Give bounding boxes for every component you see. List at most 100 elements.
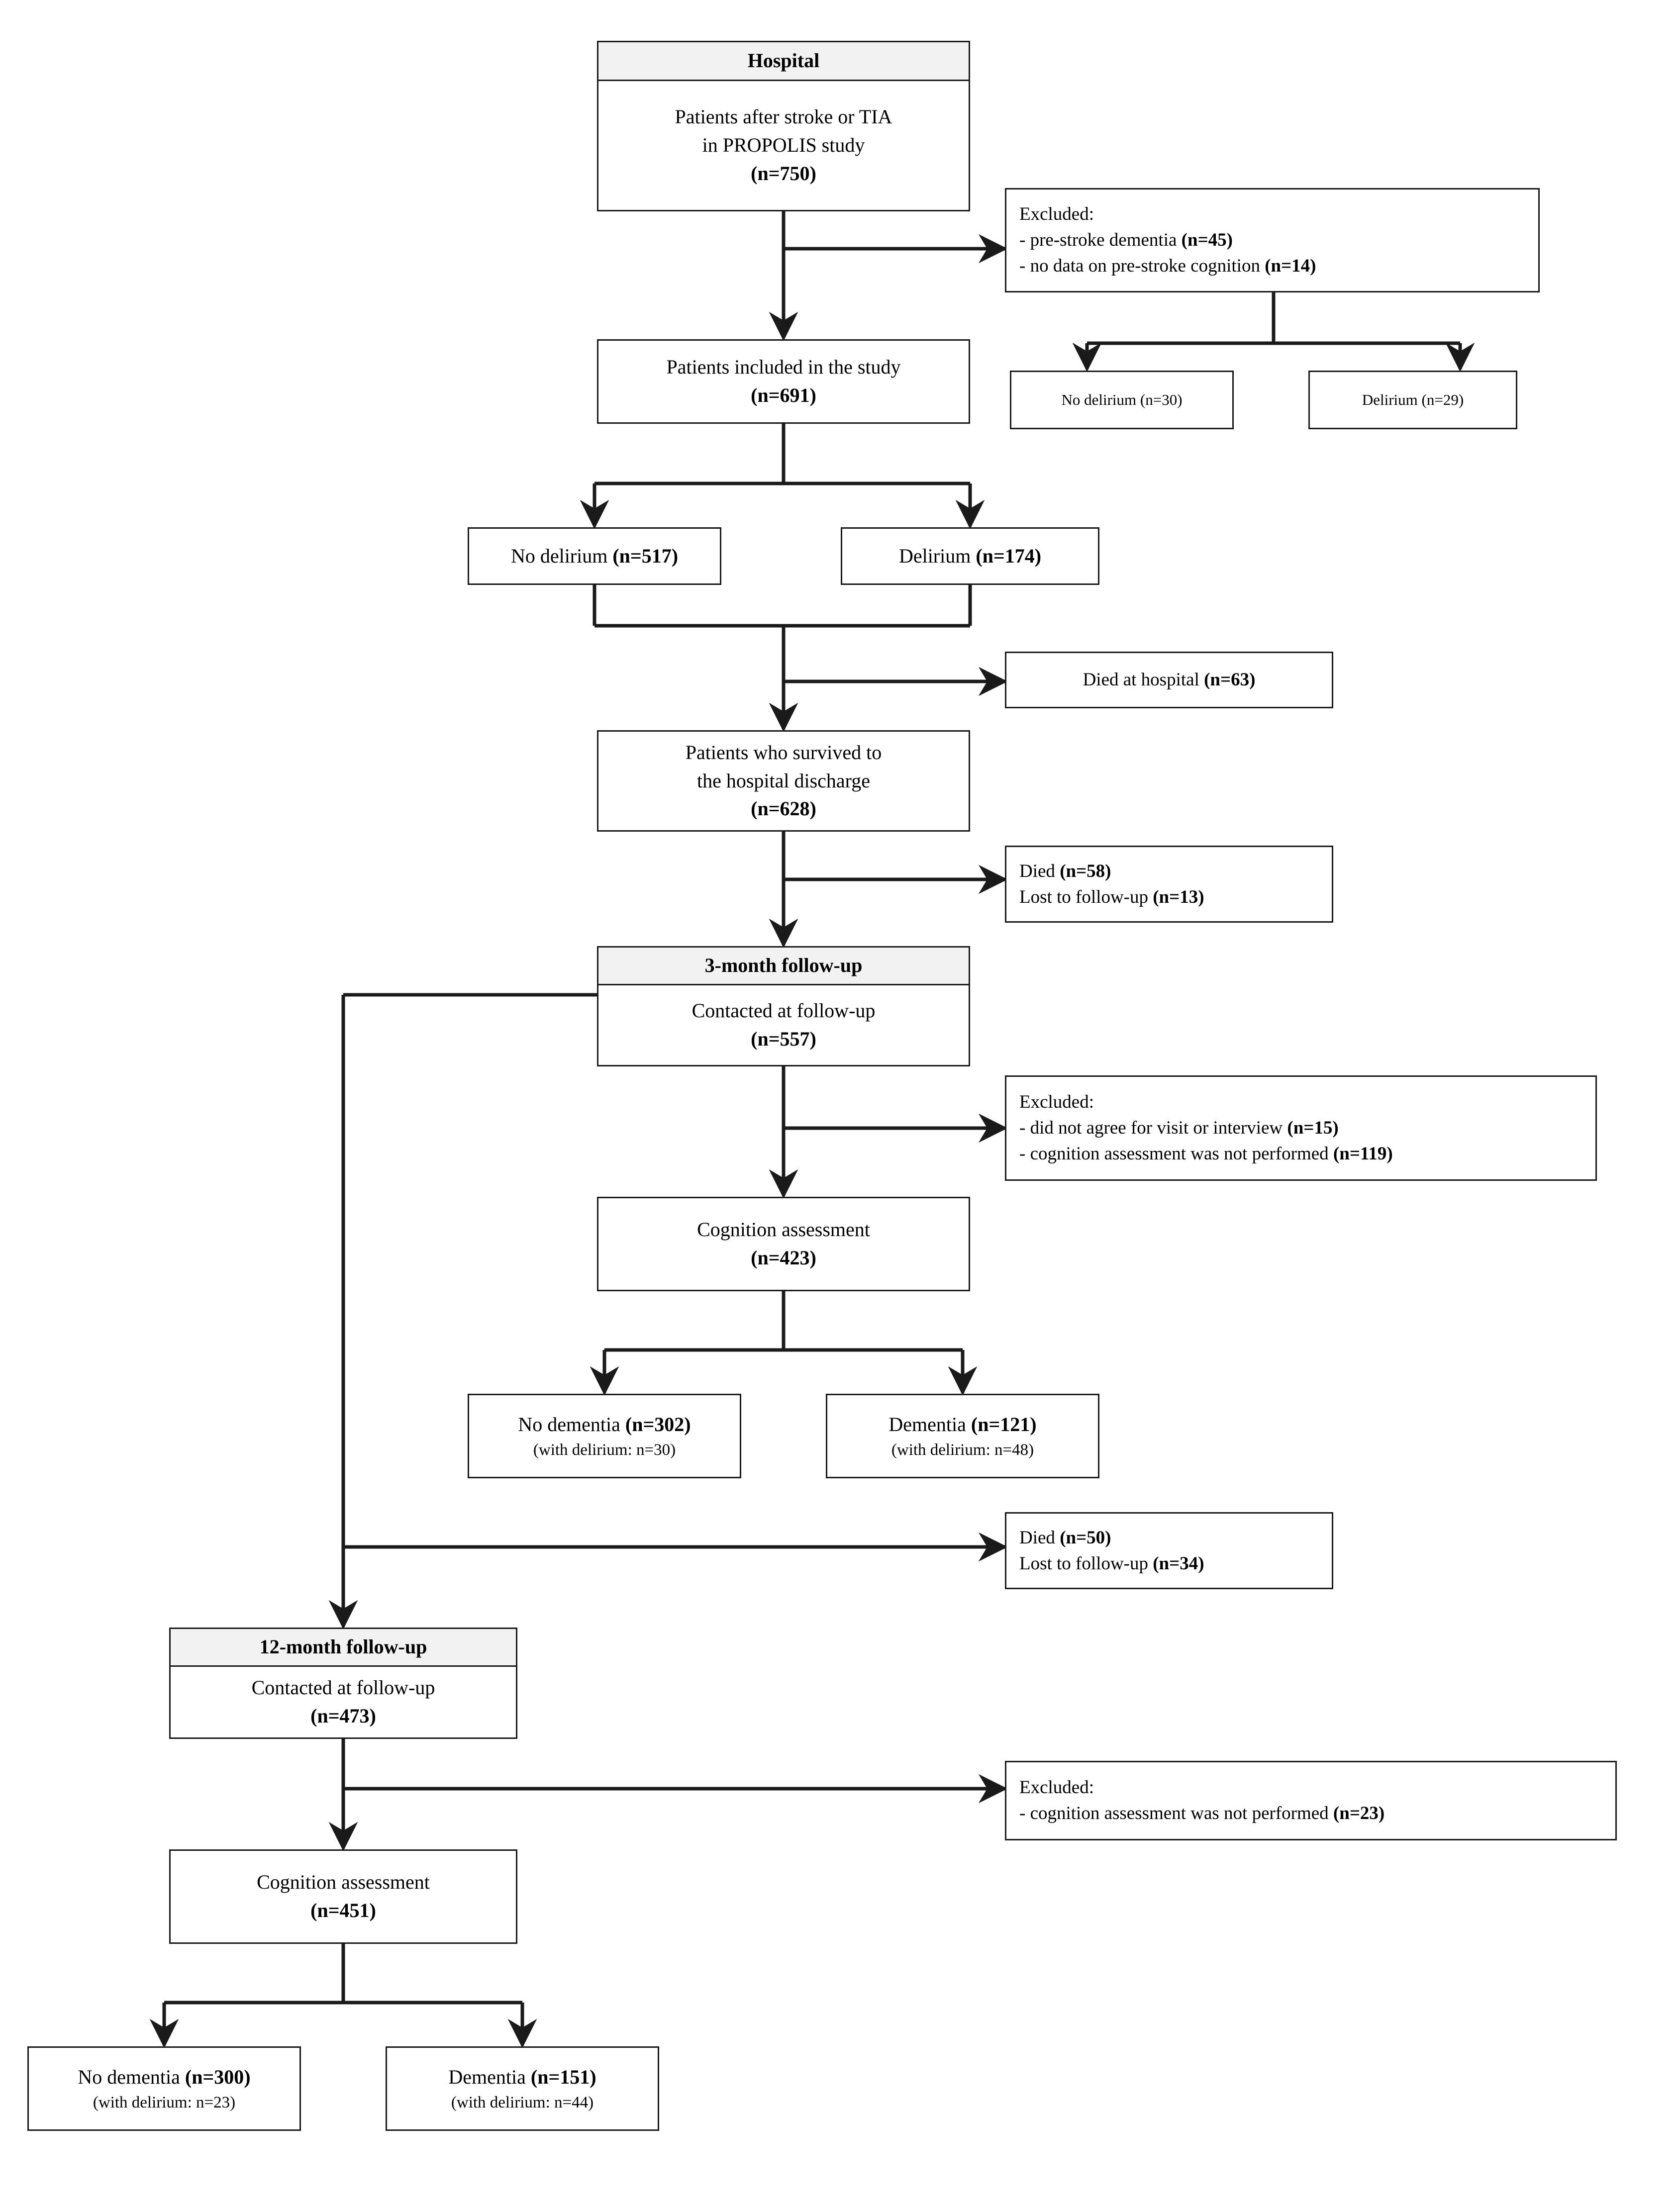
followup-3-month-line-1: Contacted at follow-up [692,999,876,1022]
survived-line-2: the hospital discharge [696,769,871,792]
dementia-12m-body: Dementia (n=151) (with delirium: n=44) [387,2048,658,2129]
excluded-3m-line-2: - did not agree for visit or interview (… [1019,1115,1339,1141]
no-dementia-3m-text: No dementia [518,1413,625,1436]
hospital-line-2: in PROPOLIS study [702,134,865,157]
no-dementia-3m-label: No dementia (n=302) [518,1411,691,1439]
survived-body: Patients who survived to the hospital di… [598,732,969,830]
included-line-1: Patients included in the study [666,356,901,379]
node-excluded-no-delirium: No delirium (n=30) [1010,371,1234,429]
dementia-3m-body: Dementia (n=121) (with delirium: n=48) [827,1395,1098,1477]
excluded-3m-line-1: Excluded: [1019,1092,1094,1113]
hospital-body: Patients after stroke or TIA in PROPOLIS… [598,81,969,210]
excluded-12m-line-2: - cognition assessment was not performed… [1019,1801,1384,1826]
excluded-12m-line-2-count: (n=23) [1333,1803,1385,1823]
excluded-no-delirium-label: No delirium (n=30) [1061,390,1183,408]
excluded-3m-line-3-count: (n=119) [1333,1143,1393,1164]
excluded-delirium-body: Delirium (n=29) [1310,372,1516,428]
excluded-12m-body: Excluded: - cognition assessment was not… [1006,1762,1615,1839]
cognition-3m-line-1: Cognition assessment [697,1218,870,1241]
died-hospital-body: Died at hospital (n=63) [1006,653,1332,707]
node-cognition-3m: Cognition assessment (n=423) [597,1197,970,1291]
cognition-12m-body: Cognition assessment (n=451) [171,1851,516,1942]
died-lost-3m-line-1-count: (n=58) [1060,861,1111,881]
dementia-12m-label: Dementia (n=151) [448,2063,596,2092]
node-followup-3-month: 3-month follow-up Contacted at follow-up… [597,946,970,1066]
node-excluded-12m: Excluded: - cognition assessment was not… [1005,1761,1617,1840]
dementia-3m-sub: (with delirium: n=48) [891,1440,1034,1459]
died-lost-12m-line-2-text: Lost to follow-up [1019,1553,1153,1574]
no-dementia-3m-count: (n=302) [625,1413,691,1436]
excluded-3m-line-3-text: - cognition assessment was not performed [1019,1143,1333,1164]
node-no-dementia-12m: No dementia (n=300) (with delirium: n=23… [27,2046,301,2131]
delirium-body: Delirium (n=174) [842,529,1098,583]
no-dementia-3m-body: No dementia (n=302) (with delirium: n=30… [469,1395,740,1477]
node-cognition-12m: Cognition assessment (n=451) [169,1849,517,1944]
node-died-hospital: Died at hospital (n=63) [1005,652,1333,708]
excluded-baseline-line-3-count: (n=14) [1265,255,1316,276]
included-body: Patients included in the study (n=691) [598,341,969,422]
no-dementia-12m-count: (n=300) [185,2065,251,2088]
excluded-baseline-line-3-text: - no data on pre-stroke cognition [1019,255,1265,276]
no-delirium-text: No delirium [510,544,613,567]
dementia-3m-label: Dementia (n=121) [889,1411,1036,1439]
hospital-count: (n=750) [751,162,816,185]
excluded-baseline-line-2-text: - pre-stroke dementia [1019,230,1182,251]
node-delirium: Delirium (n=174) [841,527,1099,585]
cognition-3m-body: Cognition assessment (n=423) [598,1198,969,1290]
died-lost-3m-line-2-count: (n=13) [1153,886,1204,907]
no-delirium-count: (n=517) [612,544,679,567]
dementia-12m-text: Dementia [448,2065,531,2088]
no-dementia-12m-body: No dementia (n=300) (with delirium: n=23… [29,2048,299,2129]
excluded-baseline-line-2-count: (n=45) [1181,230,1233,251]
delirium-label: Delirium (n=174) [899,542,1041,571]
died-lost-12m-line-2: Lost to follow-up (n=34) [1019,1551,1204,1577]
dementia-12m-count: (n=151) [530,2065,596,2088]
excluded-baseline-body: Excluded: - pre-stroke dementia (n=45) -… [1006,190,1538,291]
followup-3-month-header: 3-month follow-up [598,948,969,985]
excluded-3m-body: Excluded: - did not agree for visit or i… [1006,1077,1595,1179]
excluded-3m-line-2-text: - did not agree for visit or interview [1019,1118,1287,1139]
followup-12-month-count: (n=473) [310,1705,376,1727]
node-dementia-12m: Dementia (n=151) (with delirium: n=44) [386,2046,659,2131]
died-lost-12m-body: Died (n=50) Lost to follow-up (n=34) [1006,1514,1332,1588]
died-hospital-text: Died at hospital [1083,670,1204,690]
node-no-dementia-3m: No dementia (n=302) (with delirium: n=30… [468,1394,741,1478]
followup-12-month-header: 12-month follow-up [171,1629,516,1667]
excluded-3m-line-2-count: (n=15) [1287,1118,1339,1139]
hospital-line-1: Patients after stroke or TIA [675,105,892,128]
dementia-12m-sub: (with delirium: n=44) [451,2093,594,2111]
included-count: (n=691) [751,384,816,406]
node-excluded-delirium: Delirium (n=29) [1308,371,1517,429]
excluded-baseline-line-2: - pre-stroke dementia (n=45) [1019,227,1233,253]
no-delirium-label: No delirium (n=517) [511,542,678,571]
node-no-delirium: No delirium (n=517) [468,527,721,585]
died-lost-12m-line-1-count: (n=50) [1060,1527,1111,1548]
cognition-12m-count: (n=451) [310,1899,376,1921]
no-dementia-3m-sub: (with delirium: n=30) [533,1440,676,1459]
node-died-lost-12m: Died (n=50) Lost to follow-up (n=34) [1005,1512,1333,1589]
died-lost-3m-line-2-text: Lost to follow-up [1019,886,1153,907]
died-hospital-count: (n=63) [1204,670,1256,690]
no-dementia-12m-sub: (with delirium: n=23) [93,2093,236,2111]
excluded-12m-line-2-text: - cognition assessment was not performed [1019,1803,1333,1823]
dementia-3m-text: Dementia [889,1413,971,1436]
excluded-delirium-label: Delirium (n=29) [1362,390,1464,408]
no-dementia-12m-text: No dementia [78,2065,185,2088]
dementia-3m-count: (n=121) [971,1413,1037,1436]
followup-3-month-body: Contacted at follow-up (n=557) [598,985,969,1065]
node-dementia-3m: Dementia (n=121) (with delirium: n=48) [826,1394,1099,1478]
delirium-text: Delirium [898,544,976,567]
died-lost-12m-line-2-count: (n=34) [1153,1553,1204,1574]
died-lost-3m-body: Died (n=58) Lost to follow-up (n=13) [1006,847,1332,921]
died-lost-12m-line-1: Died (n=50) [1019,1525,1111,1551]
followup-12-month-body: Contacted at follow-up (n=473) [171,1667,516,1737]
cognition-3m-count: (n=423) [751,1247,816,1269]
excluded-baseline-line-1: Excluded: [1019,204,1094,225]
followup-12-month-line-1: Contacted at follow-up [251,1676,435,1699]
excluded-no-delirium-body: No delirium (n=30) [1011,372,1232,428]
survived-line-1: Patients who survived to [685,741,882,764]
died-lost-12m-line-1-text: Died [1019,1527,1060,1548]
node-hospital: Hospital Patients after stroke or TIA in… [597,41,970,211]
